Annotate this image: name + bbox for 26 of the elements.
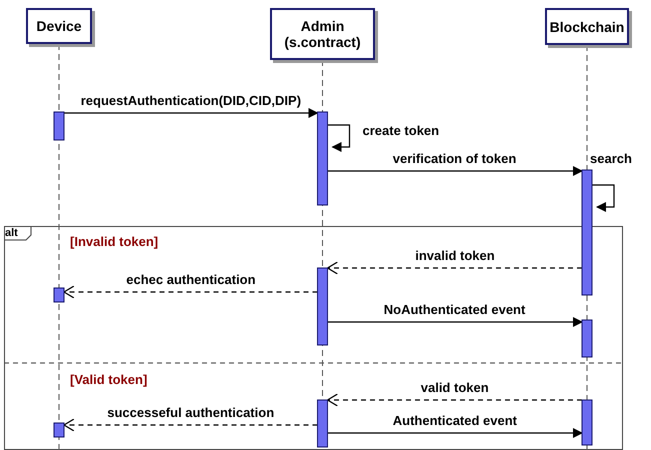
message-arrow — [326, 261, 582, 275]
participant-box: Blockchain — [545, 8, 629, 45]
message-label: Authenticated event — [392, 413, 517, 429]
message-label: valid token — [420, 380, 489, 396]
message-label: invalid token — [415, 248, 495, 264]
message-label: create token — [362, 123, 440, 139]
message-arrow — [63, 418, 318, 432]
message-label: NoAuthenticated event — [384, 302, 526, 318]
fragment-operator: alt — [5, 227, 18, 239]
message-label: verification of token — [392, 151, 516, 167]
message-label: echec authentication — [126, 272, 256, 288]
participant-box: Device — [26, 8, 92, 44]
message-arrow — [328, 124, 350, 152]
message-arrow — [328, 317, 583, 327]
guard-condition: [Valid token] — [70, 372, 148, 387]
message-label: search — [590, 151, 632, 167]
message-label: successeful authentication — [107, 405, 274, 421]
message-arrow — [63, 285, 318, 299]
guard-condition: [Invalid token] — [70, 234, 158, 249]
message-arrow — [592, 184, 615, 212]
participant-box: Admin (s.contract) — [270, 8, 375, 60]
message-arrow — [328, 428, 583, 438]
message-label: requestAuthentication(DID,CID,DIP) — [80, 93, 302, 109]
message-arrow — [64, 108, 318, 118]
message-arrow — [328, 166, 583, 176]
message-arrow — [326, 393, 582, 407]
